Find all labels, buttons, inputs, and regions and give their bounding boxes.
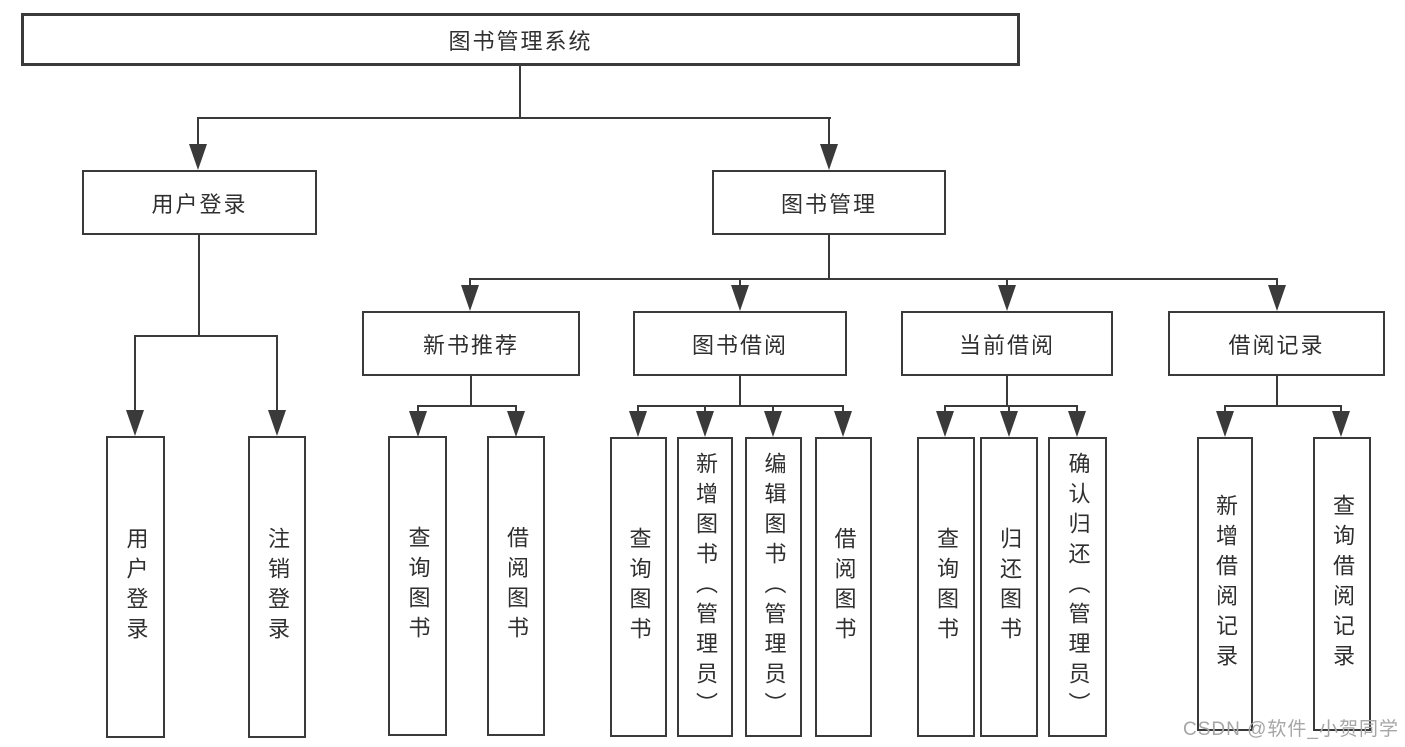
- edge-login-hline: [134, 335, 278, 337]
- leaf-record-add: 新增借阅记录: [1197, 437, 1253, 731]
- csdn-watermark: CSDN @软件_小贺同学: [1183, 719, 1399, 740]
- leaf-borrow-query: 查询图书: [610, 437, 667, 737]
- arrow-down-icon: [1000, 411, 1018, 437]
- leaf-label: 用户登录: [123, 527, 149, 647]
- edge-mgmt-drop-3: [1006, 278, 1008, 287]
- edge-borrow-drop-1: [637, 405, 639, 413]
- edge-newbook-stem: [470, 376, 472, 405]
- edge-borrow-drop-3: [772, 405, 774, 413]
- arrow-down-icon: [126, 410, 144, 436]
- leaf-label: 查询借阅记录: [1330, 494, 1355, 674]
- leaf-label: 归还图书: [997, 527, 1022, 647]
- arrow-down-icon: [820, 144, 838, 170]
- edge-borrow-drop-4: [842, 405, 844, 413]
- arrow-down-icon: [1216, 411, 1234, 437]
- edge-login-drop-1: [134, 335, 136, 412]
- leaf-current-return: 归还图书: [980, 437, 1038, 737]
- leaf-label: 确认归还（管理员）: [1065, 452, 1091, 722]
- leaf-borrow-borrow: 借阅图书: [815, 437, 872, 737]
- arrow-down-icon: [507, 411, 525, 437]
- edge-mgmt-drop-2: [739, 278, 741, 287]
- leaf-current-query: 查询图书: [917, 437, 975, 737]
- leaf-label: 新增图书（管理员）: [693, 452, 718, 722]
- arrow-down-icon: [268, 410, 286, 436]
- node-library-management-system: 图书管理系统: [21, 13, 1020, 66]
- arrow-down-icon: [461, 285, 479, 311]
- node-label: 借阅记录: [1228, 332, 1325, 358]
- edge-newbook-drop-1: [417, 405, 419, 413]
- arrow-down-icon: [189, 144, 207, 170]
- arrow-down-icon: [629, 411, 647, 437]
- leaf-newbook-query: 查询图书: [388, 436, 447, 736]
- node-user-login: 用户登录: [82, 170, 317, 235]
- node-label: 用户登录: [151, 191, 248, 217]
- arrow-down-icon: [1268, 285, 1286, 311]
- node-label: 图书管理: [780, 191, 877, 217]
- edge-borrow-hline: [637, 405, 844, 407]
- edge-mgmt-drop-1: [469, 278, 471, 287]
- arrow-down-icon: [936, 411, 954, 437]
- leaf-current-confirm-admin: 确认归还（管理员）: [1048, 437, 1107, 737]
- edge-newbook-hline: [417, 405, 517, 407]
- edge-root-drop-right: [828, 117, 830, 146]
- node-label: 图书管理系统: [448, 28, 593, 54]
- leaf-label: 编辑图书（管理员）: [761, 452, 787, 722]
- arrow-down-icon: [696, 411, 714, 437]
- arrow-down-icon: [409, 411, 427, 437]
- edge-current-drop-3: [1076, 405, 1078, 413]
- node-new-book-recommend: 新书推荐: [362, 311, 580, 376]
- edge-mgmt-hline: [469, 278, 1278, 280]
- leaf-newbook-borrow: 借阅图书: [487, 436, 545, 736]
- edge-mgmt-stem: [828, 235, 830, 278]
- node-label: 图书借阅: [691, 332, 788, 358]
- arrow-down-icon: [764, 411, 782, 437]
- edge-mgmt-drop-4: [1276, 278, 1278, 287]
- edge-root-stem: [519, 66, 521, 117]
- edge-record-drop-1: [1224, 405, 1226, 413]
- leaf-label: 注销登录: [265, 527, 290, 647]
- leaf-borrow-edit-admin: 编辑图书（管理员）: [745, 437, 802, 737]
- edge-current-drop-1: [944, 405, 946, 413]
- edge-record-drop-2: [1340, 405, 1342, 413]
- leaf-label: 查询图书: [934, 527, 959, 647]
- leaf-label: 查询图书: [405, 526, 431, 646]
- arrow-down-icon: [731, 285, 749, 311]
- leaf-label: 查询图书: [626, 527, 652, 647]
- edge-login-drop-2: [276, 335, 278, 412]
- arrow-down-icon: [834, 411, 852, 437]
- leaf-label: 新增借阅记录: [1213, 494, 1238, 674]
- edge-record-hline: [1224, 405, 1342, 407]
- edge-borrow-drop-2: [704, 405, 706, 413]
- edge-login-stem: [198, 235, 200, 335]
- leaf-label: 借阅图书: [504, 526, 529, 646]
- edge-current-hline: [944, 405, 1078, 407]
- node-book-borrow: 图书借阅: [633, 311, 847, 376]
- arrow-down-icon: [998, 285, 1016, 311]
- node-label: 新书推荐: [422, 332, 519, 358]
- edge-root-drop-left: [197, 117, 199, 146]
- node-borrow-record: 借阅记录: [1168, 311, 1385, 376]
- edge-root-hline: [197, 117, 831, 119]
- leaf-logout: 注销登录: [248, 436, 306, 738]
- node-current-borrow: 当前借阅: [901, 311, 1113, 376]
- edge-newbook-drop-2: [515, 405, 517, 413]
- arrow-down-icon: [1068, 411, 1086, 437]
- leaf-borrow-add-admin: 新增图书（管理员）: [677, 437, 733, 737]
- leaf-user-login: 用户登录: [106, 436, 165, 738]
- node-label: 当前借阅: [958, 332, 1055, 358]
- leaf-record-query: 查询借阅记录: [1313, 437, 1371, 731]
- edge-borrow-stem: [739, 376, 741, 405]
- node-book-management: 图书管理: [712, 170, 946, 235]
- edge-current-stem: [1006, 376, 1008, 405]
- arrow-down-icon: [1332, 411, 1350, 437]
- leaf-label: 借阅图书: [831, 527, 857, 647]
- edge-current-drop-2: [1008, 405, 1010, 413]
- edge-record-stem: [1276, 376, 1278, 405]
